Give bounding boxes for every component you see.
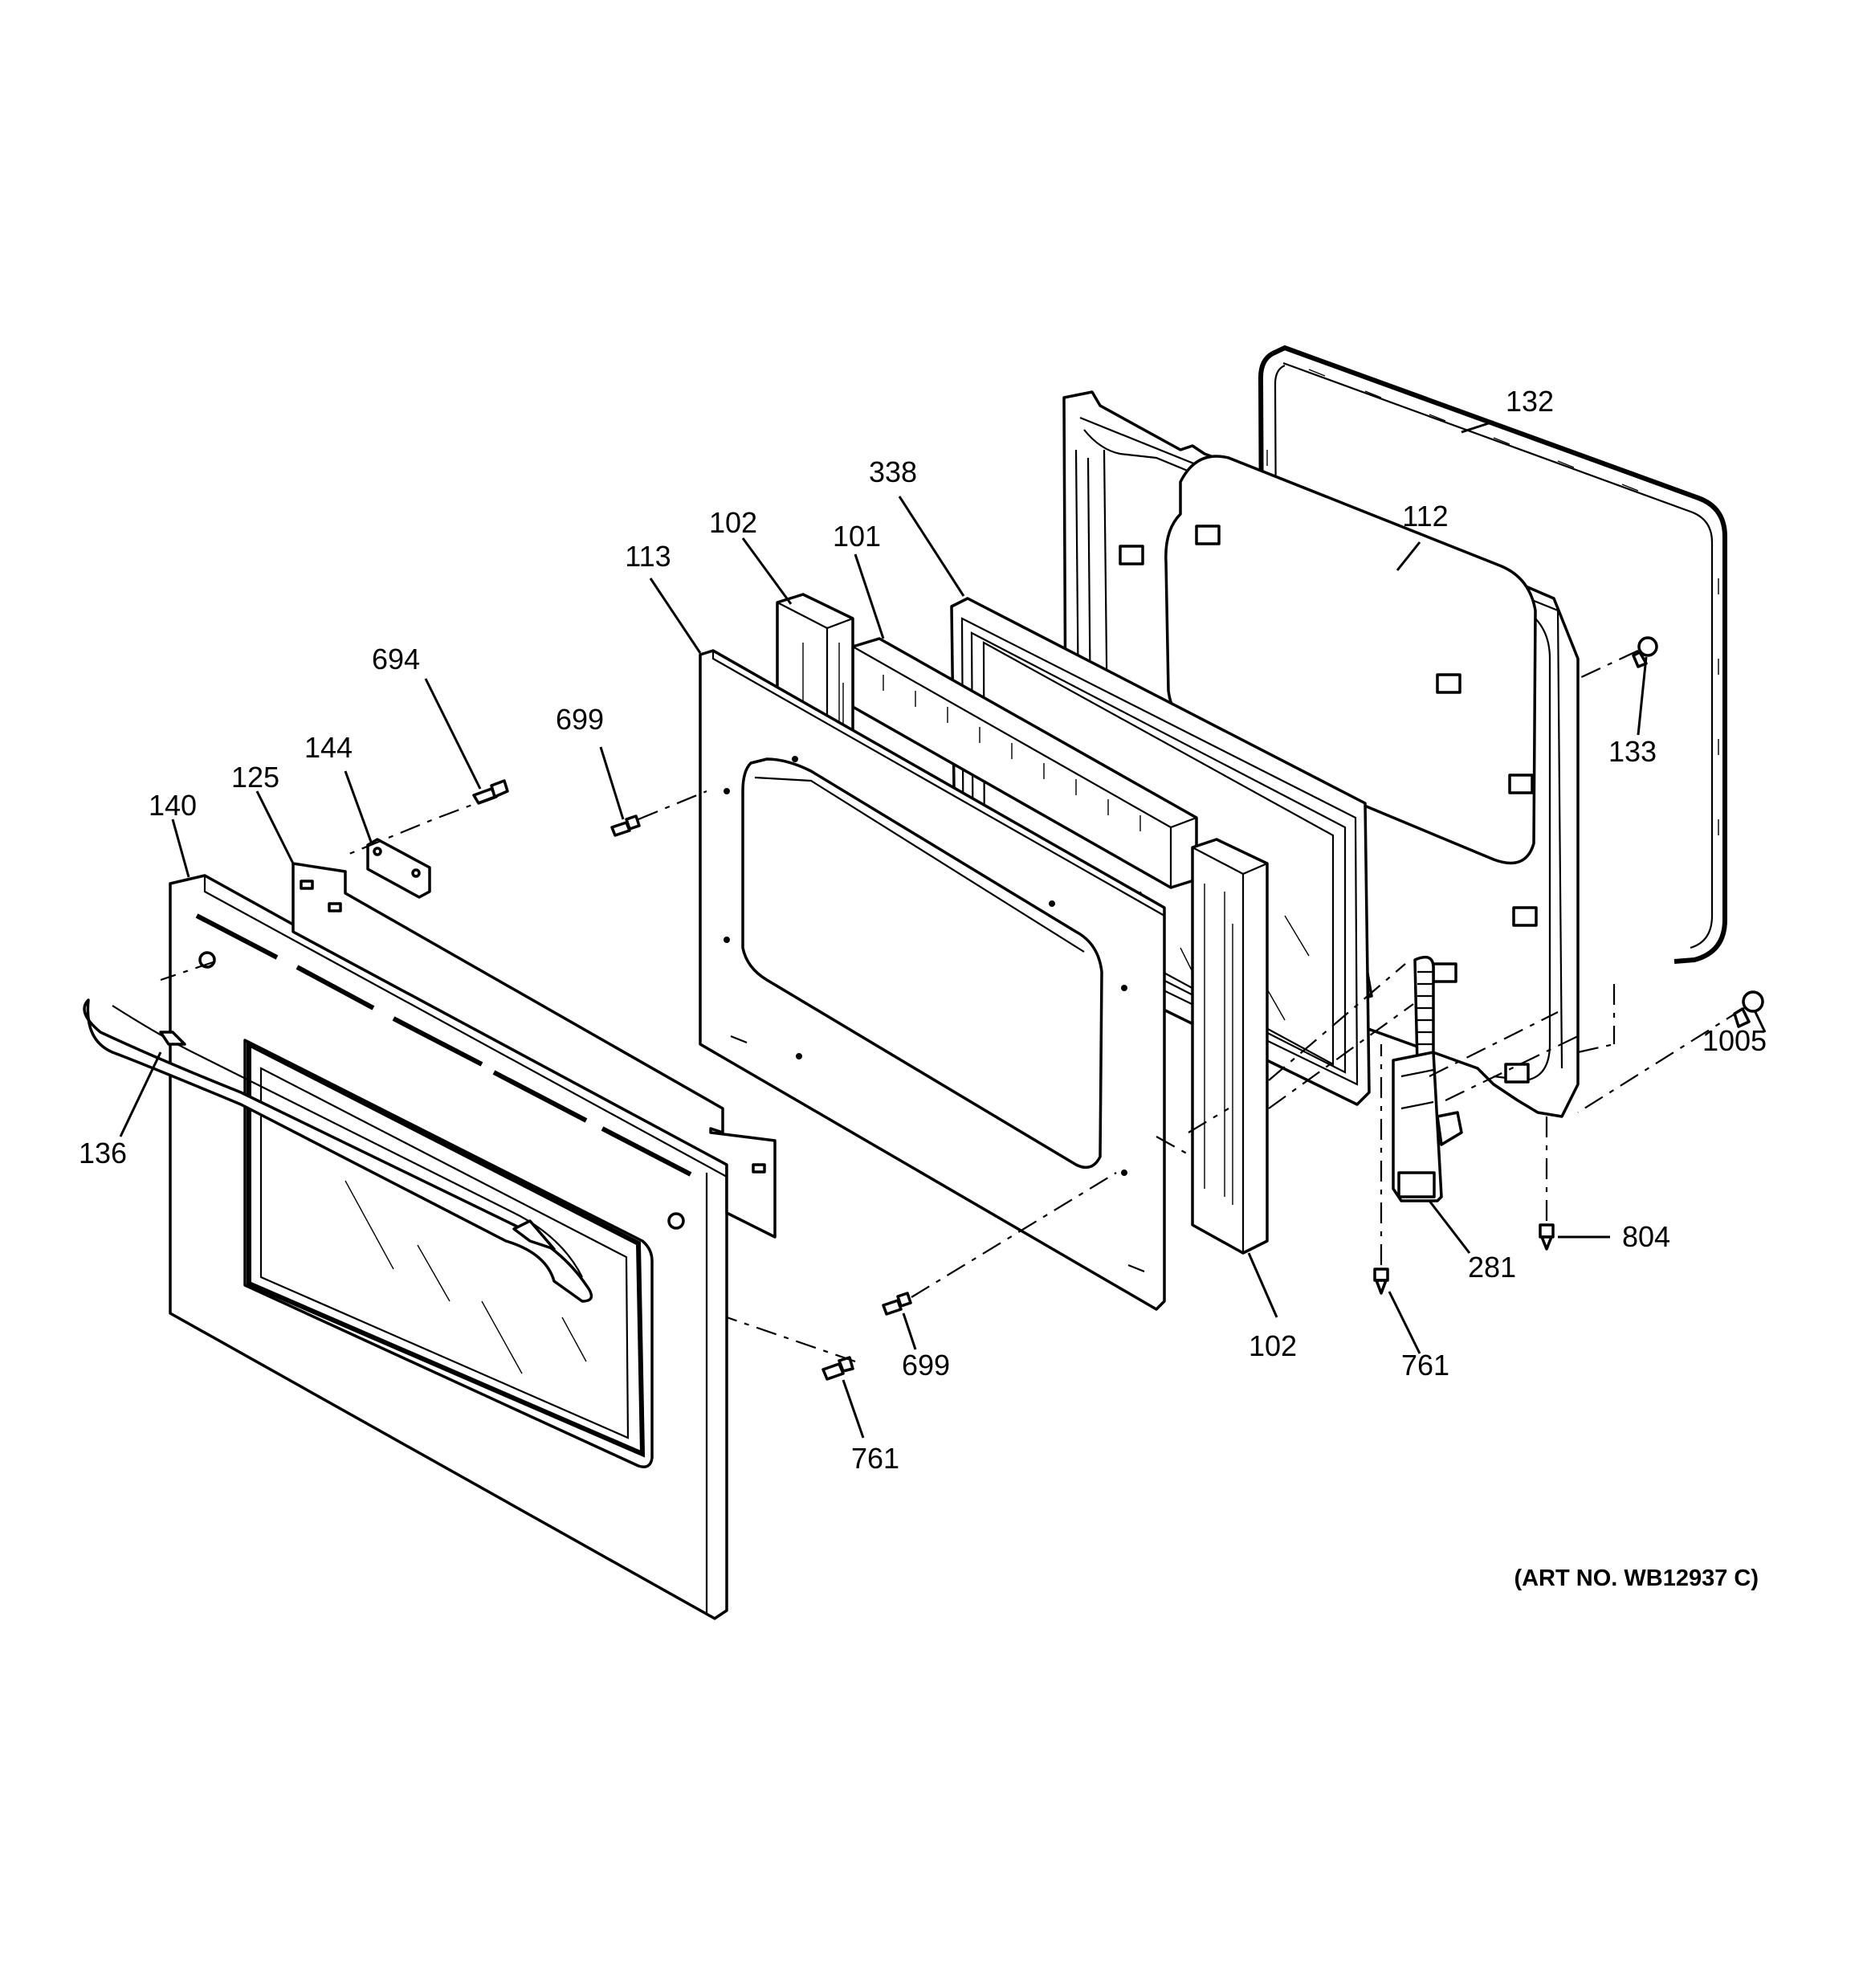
callout-140: 140 bbox=[149, 789, 197, 822]
callout-144: 144 bbox=[304, 731, 353, 764]
screw-699-upper bbox=[610, 814, 641, 837]
screw-761-front bbox=[821, 1356, 854, 1381]
door-handle bbox=[83, 998, 593, 1303]
callout-102-bottom: 102 bbox=[1249, 1329, 1297, 1362]
hinge bbox=[1392, 955, 1463, 1202]
callout-101: 101 bbox=[833, 520, 881, 553]
leader-lines bbox=[119, 420, 1767, 1439]
callout-761-hinge: 761 bbox=[1401, 1349, 1449, 1382]
bracket bbox=[366, 838, 431, 899]
shield-plate bbox=[291, 862, 777, 1239]
callout-761-front: 761 bbox=[851, 1442, 899, 1475]
assembly-lines bbox=[160, 650, 1745, 1363]
callout-694: 694 bbox=[372, 643, 420, 676]
callout-112: 112 bbox=[1402, 500, 1448, 533]
callout-804: 804 bbox=[1622, 1220, 1670, 1253]
callout-281: 281 bbox=[1468, 1251, 1516, 1284]
callout-labels: 132 112 338 102 101 113 133 694 699 144 … bbox=[79, 385, 1767, 1475]
callout-338: 338 bbox=[869, 455, 917, 488]
screw-1005 bbox=[1733, 990, 1764, 1028]
screw-761-hinge bbox=[1373, 1268, 1389, 1295]
callout-699-upper: 699 bbox=[556, 703, 604, 736]
insulation-side-front bbox=[1191, 838, 1269, 1255]
screw-699-lower bbox=[882, 1292, 912, 1316]
art-number: (ART NO. WB12937 C) bbox=[1514, 1565, 1759, 1591]
inner-frame-113 bbox=[699, 649, 1166, 1311]
callout-113: 113 bbox=[625, 540, 671, 573]
bumper-133 bbox=[1632, 636, 1658, 668]
callout-699-lower: 699 bbox=[902, 1349, 950, 1382]
callout-102-top: 102 bbox=[709, 506, 757, 539]
callout-132: 132 bbox=[1506, 385, 1554, 418]
callout-125: 125 bbox=[231, 761, 279, 794]
screw-694 bbox=[472, 779, 509, 805]
screw-804 bbox=[1539, 1223, 1555, 1251]
callout-1005: 1005 bbox=[1702, 1024, 1767, 1057]
callout-133: 133 bbox=[1608, 735, 1657, 768]
callout-136: 136 bbox=[79, 1137, 127, 1170]
